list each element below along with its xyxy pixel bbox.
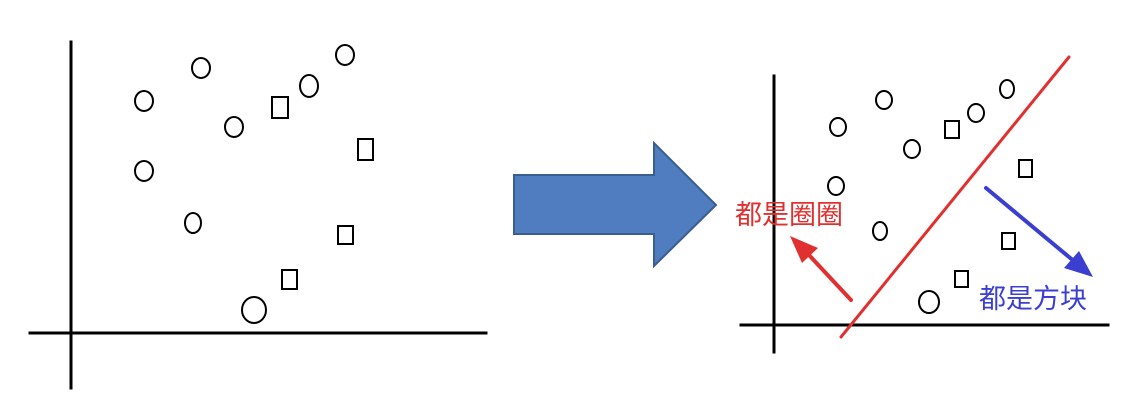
right-class-arrow	[984, 186, 1093, 277]
circle-marker	[967, 103, 985, 123]
circle-marker	[191, 57, 211, 79]
left-class-arrow	[790, 236, 853, 302]
circle-marker	[335, 44, 355, 66]
square-marker	[1018, 159, 1033, 178]
square-marker	[337, 225, 354, 245]
square-marker	[281, 269, 298, 290]
decision-boundary	[839, 55, 1071, 339]
circle-marker	[241, 296, 267, 324]
circle-marker	[875, 90, 893, 110]
square-marker	[944, 120, 960, 139]
circle-marker	[827, 176, 845, 196]
panel-before	[28, 40, 488, 390]
left-class-label: 都是圈圈	[735, 200, 843, 231]
square-marker	[1001, 232, 1016, 250]
right-class-label: 都是方块	[979, 284, 1087, 315]
circle-marker	[184, 212, 202, 234]
square-marker	[271, 96, 289, 119]
circle-marker	[299, 74, 319, 98]
square-marker	[954, 270, 969, 288]
circle-marker	[134, 160, 154, 182]
panel-after	[739, 55, 1110, 354]
square-marker	[357, 138, 374, 161]
circle-marker	[224, 116, 244, 138]
transition-arrow	[513, 140, 718, 269]
circle-marker	[999, 79, 1015, 99]
circle-marker	[134, 90, 154, 112]
circle-marker	[829, 117, 847, 137]
circle-marker	[918, 290, 940, 314]
circle-marker	[872, 221, 888, 241]
circle-marker	[903, 139, 921, 159]
